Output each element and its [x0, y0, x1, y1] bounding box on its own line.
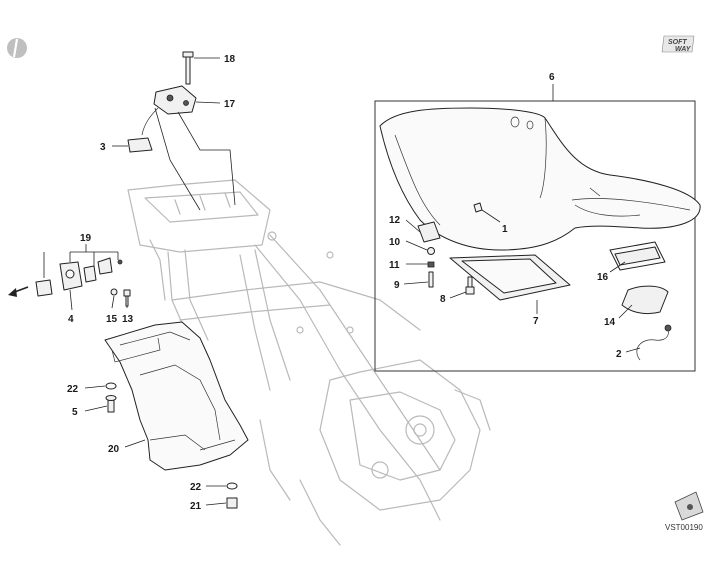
half-disc-icon [7, 38, 27, 58]
cable-part [636, 324, 672, 361]
callout-22-lower: 22 [190, 482, 202, 493]
callout-9: 9 [394, 280, 400, 291]
callout-15: 15 [106, 314, 118, 325]
callout-18: 18 [224, 54, 236, 65]
motorcycle-badge-icon [674, 491, 704, 521]
callout-2: 2 [616, 349, 622, 360]
callout-22-upper: 22 [67, 384, 79, 395]
tool-bag [621, 285, 669, 315]
manual-booklet [609, 241, 666, 271]
callout-11: 11 [389, 260, 400, 271]
callout-12: 12 [389, 215, 401, 226]
seat-lock-assembly [127, 51, 197, 153]
under-seat-tray [449, 254, 571, 301]
callout-20: 20 [108, 444, 120, 455]
drawing-code: VST00190 [665, 523, 703, 532]
brand-logo: SOFT WAY [661, 35, 695, 53]
hinge-hardware [35, 257, 131, 307]
seat-group-box [374, 100, 696, 372]
rear-undertray [104, 321, 249, 471]
callout-10: 10 [389, 237, 401, 248]
seat-hardware [427, 202, 483, 295]
callout-3: 3 [100, 142, 106, 153]
brand-logo-line2: WAY [675, 46, 692, 53]
leader-lines [43, 57, 641, 506]
motorcycle-frame [127, 179, 491, 546]
callout-19: 19 [80, 233, 92, 244]
callout-4: 4 [68, 314, 74, 325]
callout-21: 21 [190, 501, 202, 512]
callout-1: 1 [502, 224, 508, 235]
callout-6: 6 [549, 72, 555, 83]
callout-8: 8 [440, 294, 446, 305]
callout-16: 16 [597, 272, 609, 283]
plate-part [417, 221, 441, 243]
callout-14: 14 [604, 317, 616, 328]
callout-labels: 18 17 3 6 12 1 10 11 9 8 7 16 14 2 19 4 … [67, 54, 622, 512]
undertray-fasteners [105, 382, 238, 509]
callout-13: 13 [122, 314, 134, 325]
callout-17: 17 [224, 99, 236, 110]
seat-part [379, 107, 701, 251]
callout-7: 7 [533, 316, 539, 327]
brand-logo-line1: SOFT [668, 39, 687, 46]
callout-5: 5 [72, 407, 78, 418]
left-arrow-icon [8, 286, 29, 297]
